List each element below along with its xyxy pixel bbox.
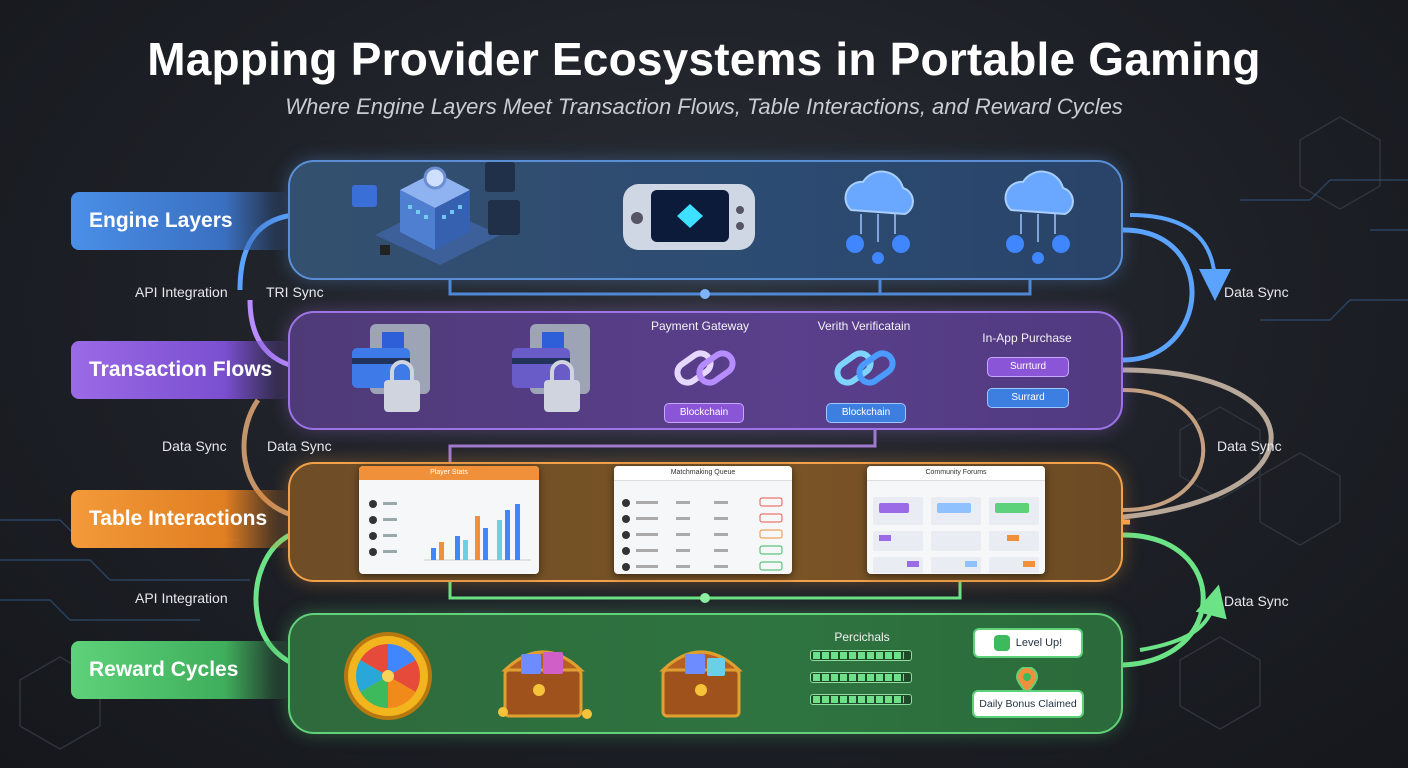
loop-right-engine <box>1122 227 1195 363</box>
progress-bar-3 <box>810 694 912 705</box>
prize-wheel-icon <box>344 632 432 720</box>
community-forums-panel: Community Forums <box>867 466 1045 574</box>
table-interactions-label[interactable]: Table Interactions <box>71 490 291 548</box>
cloud-server-icon-1 <box>844 170 914 264</box>
handheld-console-icon <box>623 184 755 250</box>
treasure-chest-icon-2 <box>659 650 743 718</box>
progress-bar-1 <box>810 650 912 661</box>
engine-cube-icon <box>352 162 520 265</box>
data-sync-label-right-1: Data Sync <box>1224 284 1289 300</box>
daily-bonus-badge: Daily Bonus Claimed <box>972 690 1084 718</box>
data-sync-label-left-1: Data Sync <box>162 438 227 454</box>
api-integration-label-bottom: API Integration <box>135 590 228 606</box>
verification-label: Verith Verificatain <box>817 319 911 333</box>
data-sync-label-left-2: Data Sync <box>267 438 332 454</box>
treasure-chest-icon-1 <box>498 650 592 719</box>
loop-right-reward-arrow <box>1139 584 1227 652</box>
page-subtitle: Where Engine Layers Meet Transaction Flo… <box>285 94 1123 119</box>
api-integration-label-top: API Integration <box>135 284 228 300</box>
engine-bus <box>448 270 1032 296</box>
chain-link-icon-2 <box>834 350 896 386</box>
forum-cards-icon <box>873 497 1039 573</box>
page-title: Mapping Provider Ecosystems in Portable … <box>147 33 1261 85</box>
level-up-icon <box>993 635 1010 652</box>
matchmaking-queue-header: Matchmaking Queue <box>614 466 792 481</box>
blockchain-chip-2: Blockchain <box>826 403 906 423</box>
loop-right-trans-inner <box>1122 388 1206 512</box>
percichals-label: Percichals <box>834 630 890 644</box>
card-lock-icon-2 <box>512 324 590 412</box>
player-stats-chart-icon <box>369 500 531 561</box>
tri-sync-label: TRI Sync <box>266 284 324 300</box>
surrard-chip[interactable]: Surrard <box>987 388 1069 408</box>
reward-cycles-label[interactable]: Reward Cycles <box>71 641 291 699</box>
trans-bus <box>448 425 877 470</box>
chain-link-icon-1 <box>674 350 736 386</box>
player-stats-header: Player Stats <box>359 466 539 480</box>
card-lock-icon-1 <box>352 324 430 412</box>
transaction-flows-label[interactable]: Transaction Flows <box>71 341 291 399</box>
loop-right-trans <box>1059 367 1274 523</box>
data-sync-label-right-2: Data Sync <box>1217 438 1282 454</box>
matchmaking-queue-panel: Matchmaking Queue <box>614 466 792 574</box>
payment-gateway-label: Payment Gateway <box>650 319 750 333</box>
surrturd-chip[interactable]: Surrturd <box>987 357 1069 377</box>
player-stats-panel: Player Stats <box>359 466 539 574</box>
loop-right-engine-arrow <box>1129 213 1231 301</box>
progress-bar-2 <box>810 672 912 683</box>
data-sync-label-right-3: Data Sync <box>1224 593 1289 609</box>
in-app-purchase-label: In-App Purchase <box>982 331 1072 345</box>
blockchain-chip-1: Blockchain <box>664 403 744 423</box>
community-forums-header: Community Forums <box>867 466 1045 481</box>
level-up-badge: Level Up! <box>973 628 1083 658</box>
level-up-text: Level Up! <box>1015 637 1063 649</box>
cloud-server-icon-2 <box>1004 170 1074 264</box>
matchmaking-rows-icon <box>622 497 783 571</box>
engine-layers-label[interactable]: Engine Layers <box>71 192 291 250</box>
hex-pattern <box>19 116 1381 750</box>
location-pin-icon <box>1015 667 1039 695</box>
